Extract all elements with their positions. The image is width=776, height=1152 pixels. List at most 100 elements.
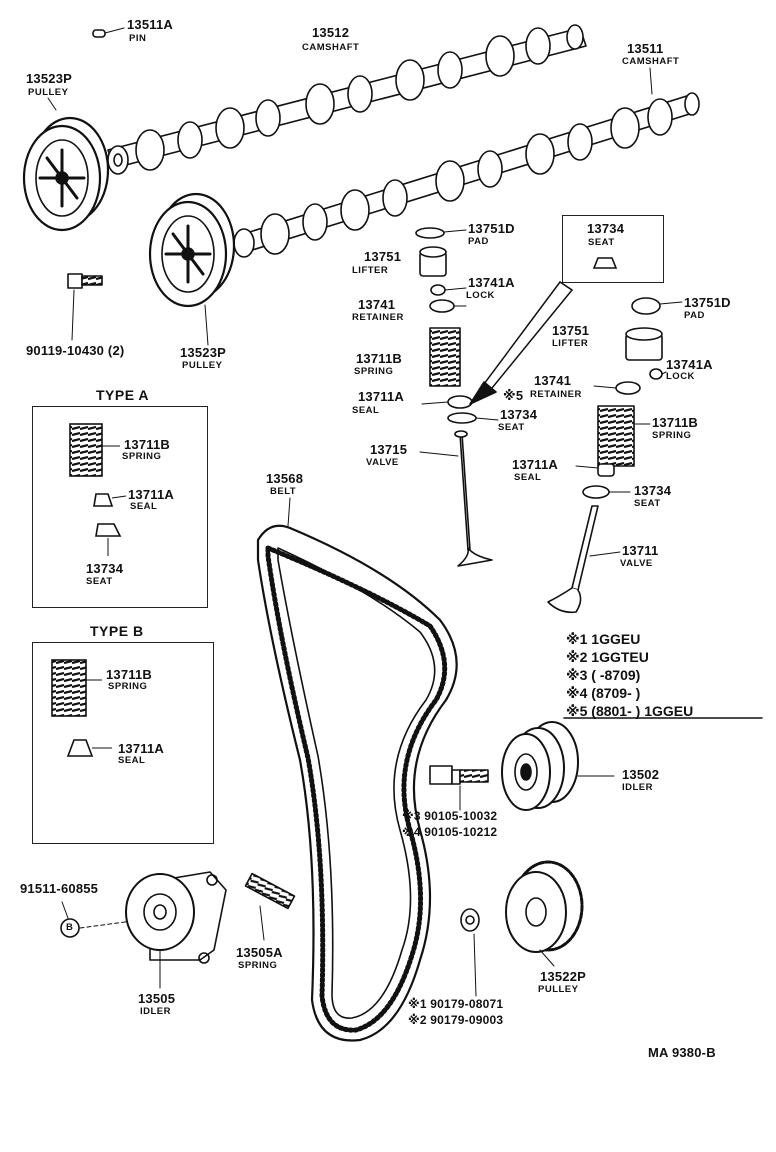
type-b-box <box>32 642 214 844</box>
seat-left-name: SEAT <box>498 422 525 433</box>
idler-left-name: IDLER <box>140 1006 171 1017</box>
lifter-right-name: LIFTER <box>552 338 589 349</box>
seat-box-name: SEAT <box>588 237 615 248</box>
plug-number: 91511-60855 <box>20 881 99 896</box>
idler-left-number: 13505 <box>138 991 176 1006</box>
type-b-seal-name: SEAL <box>118 755 146 766</box>
pad-left-number: 13751D <box>468 221 515 236</box>
idler-right-name: IDLER <box>622 782 653 793</box>
valve-left-number: 13715 <box>370 442 408 457</box>
note-5: ※5 (8801- ) 1GGEU <box>566 703 694 719</box>
camshaft-1-name: CAMSHAFT <box>302 42 360 53</box>
lock-left-number: 13741A <box>468 275 515 290</box>
pad-right-number: 13751D <box>684 295 731 310</box>
type-a-seal-number: 13711A <box>128 487 175 502</box>
seal-left-number: 13711A <box>358 389 405 404</box>
note-1: ※1 1GGEU <box>566 631 641 647</box>
lifter-left-number: 13751 <box>364 249 402 264</box>
nut-part <box>460 908 480 997</box>
spring-right-name: SPRING <box>652 430 692 441</box>
camshaft-1-number: 13512 <box>312 25 350 40</box>
pin-part <box>92 27 125 38</box>
pulley-bottom-name: PULLEY <box>538 984 579 995</box>
type-a-seat-name: SEAT <box>86 576 113 587</box>
seal-right-name: SEAL <box>514 472 542 483</box>
idler-left-part <box>125 871 227 989</box>
retainer-left-number: 13741 <box>358 297 396 312</box>
nut-line2: ※2 90179-09003 <box>408 1013 504 1027</box>
diagram-code: MA 9380-B <box>648 1045 716 1060</box>
spring-left-name: SPRING <box>354 366 394 377</box>
seat-box-number: 13734 <box>587 221 625 236</box>
pulley-mid-part <box>148 192 236 346</box>
type-a-title: TYPE A <box>96 387 150 403</box>
type-a-seat-number: 13734 <box>86 561 124 576</box>
seat-left-number: 13734 <box>500 407 538 422</box>
bolt-part <box>67 273 103 341</box>
idler-right-part <box>501 721 615 811</box>
lifter-right-number: 13751 <box>552 323 590 338</box>
seat-right-name: SEAT <box>634 498 661 509</box>
type-b-seal-number: 13711A <box>118 741 165 756</box>
pulley-bottom-number: 13522P <box>540 969 587 984</box>
tension-spring-number: 13505A <box>236 945 283 960</box>
valve-stack-right <box>547 297 683 614</box>
valve-right-number: 13711 <box>622 543 659 558</box>
idler-bolt-line1: ※3 90105-10032 <box>402 809 498 823</box>
pulley-bottom-part <box>505 860 584 967</box>
lock-right-number: 13741A <box>666 357 713 372</box>
camshaft-lower-part <box>233 67 700 258</box>
seat-detail-box <box>562 215 664 283</box>
bolt-number: 90119-10430 (2) <box>26 343 125 358</box>
retainer-right-mark: ※5 <box>503 388 524 403</box>
spring-right-number: 13711B <box>652 415 699 430</box>
belt-number: 13568 <box>266 471 304 486</box>
idler-bolt-line2: ※4 90105-10212 <box>402 825 498 839</box>
lock-right-name: LOCK <box>666 371 695 382</box>
type-b-spring-number: 13711B <box>106 667 153 682</box>
note-4: ※4 (8709- ) <box>566 685 641 701</box>
retainer-right-number: 13741 <box>534 373 572 388</box>
pad-right-name: PAD <box>684 310 705 321</box>
seal-left-name: SEAL <box>352 405 380 416</box>
pulley-top-part <box>22 97 110 232</box>
tension-spring-name: SPRING <box>238 960 278 971</box>
retainer-right-name: RETAINER <box>530 389 582 400</box>
lock-left-name: LOCK <box>466 290 495 301</box>
seat-right-number: 13734 <box>634 483 672 498</box>
valve-right-name: VALVE <box>620 558 653 569</box>
type-a-spring-number: 13711B <box>124 437 171 452</box>
pulley-mid-name: PULLEY <box>182 360 223 371</box>
retainer-left-name: RETAINER <box>352 312 404 323</box>
nut-line1: ※1 90179-08071 <box>408 997 504 1011</box>
pulley-top-name: PULLEY <box>28 87 69 98</box>
timing-belt-part <box>256 497 458 1042</box>
type-b-title: TYPE B <box>90 623 144 639</box>
belt-name: BELT <box>270 486 297 497</box>
pin-number: 13511A <box>127 17 174 32</box>
idler-right-number: 13502 <box>622 767 660 782</box>
type-a-box <box>32 406 208 608</box>
seat-callout-arrow <box>469 281 573 405</box>
type-a-seal-name: SEAL <box>130 501 158 512</box>
camshaft-2-number: 13511 <box>627 41 664 56</box>
valve-stack-left <box>415 227 499 567</box>
lifter-left-name: LIFTER <box>352 265 389 276</box>
spring-left-number: 13711B <box>356 351 403 366</box>
note-3: ※3 ( -8709) <box>566 667 641 683</box>
pad-left-name: PAD <box>468 236 489 247</box>
valve-left-name: VALVE <box>366 457 399 468</box>
seal-right-number: 13711A <box>512 457 559 472</box>
type-a-spring-name: SPRING <box>122 451 162 462</box>
tension-spring-part <box>244 872 296 941</box>
camshaft-2-name: CAMSHAFT <box>622 56 680 67</box>
pin-name: PIN <box>129 33 147 44</box>
pulley-top-number: 13523P <box>26 71 73 86</box>
idler-bolt-part <box>429 765 489 811</box>
type-b-spring-name: SPRING <box>108 681 148 692</box>
camshaft-upper-part <box>107 24 587 175</box>
note-2: ※2 1GGTEU <box>566 649 649 665</box>
plug-marker: B <box>66 922 74 933</box>
